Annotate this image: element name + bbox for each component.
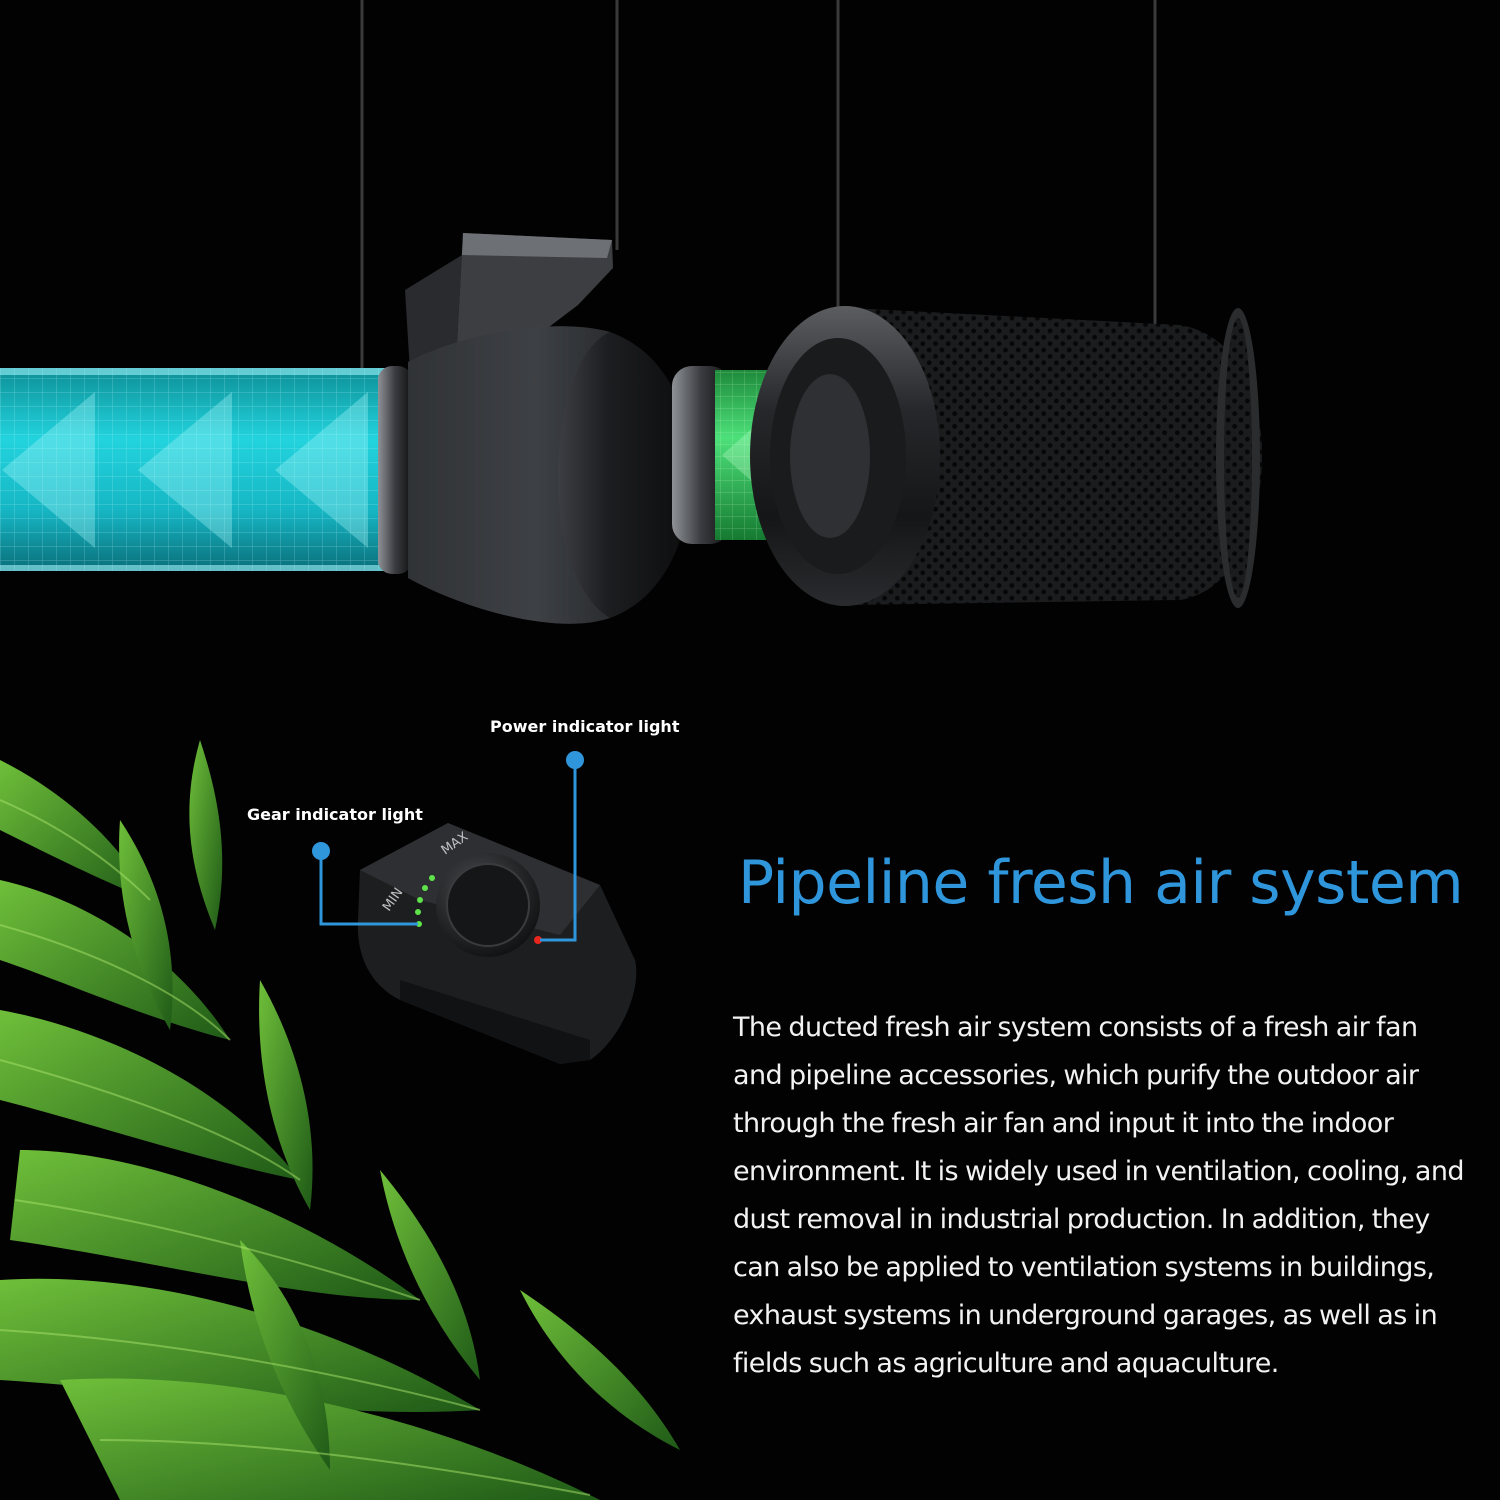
speed-controller: MIN MAX	[357, 823, 637, 1064]
page-title: Pipeline fresh air system	[738, 848, 1464, 918]
power-indicator-label: Power indicator light	[490, 717, 680, 736]
duct-clamp-left	[378, 366, 412, 574]
inline-fan	[405, 233, 692, 624]
hanging-wires	[360, 0, 1157, 372]
flexible-duct-blue	[0, 368, 395, 571]
callout-dot-power	[566, 751, 584, 769]
carbon-filter	[750, 306, 1262, 608]
plant-foliage	[0, 740, 680, 1500]
callout-dot-gear	[312, 842, 330, 860]
power-indicator-dot	[534, 936, 542, 944]
callout-lines	[319, 760, 577, 942]
gear-indicator-dots	[415, 875, 435, 927]
gear-indicator-label: Gear indicator light	[247, 805, 423, 824]
description-text: The ducted fresh air system consists of …	[733, 1012, 1465, 1379]
